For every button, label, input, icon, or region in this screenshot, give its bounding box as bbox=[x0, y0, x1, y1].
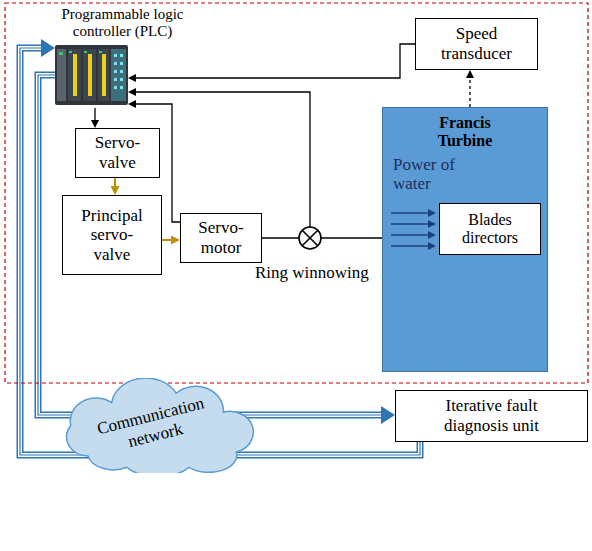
node-label: Iterative fault diagnosis unit bbox=[427, 396, 557, 435]
node-label: Principal servo-valve bbox=[76, 206, 148, 265]
connector-group bbox=[20, 48, 420, 455]
network-link-gap bbox=[38, 75, 381, 415]
process-box: Principal servo-valve bbox=[62, 195, 162, 275]
connector-group bbox=[470, 78, 471, 107]
connector-group bbox=[136, 44, 415, 78]
arrow-head bbox=[128, 88, 136, 96]
node-label: Francis Turbine bbox=[425, 114, 505, 151]
node-sublabel: Power of water bbox=[393, 155, 478, 194]
process-box: Speed transducer bbox=[415, 18, 538, 70]
connector-group bbox=[38, 75, 381, 415]
network-cloud: Communication network bbox=[45, 378, 260, 473]
network-link-gap bbox=[20, 48, 420, 455]
signal-arrow bbox=[469, 78, 470, 107]
network-link-core bbox=[20, 48, 420, 455]
connector-group bbox=[95, 108, 96, 120]
process-box: Blades directors bbox=[439, 203, 541, 255]
process-box: Servo-motor bbox=[180, 213, 262, 263]
node-label: Programmable logic controller (PLC) bbox=[48, 6, 198, 41]
network-link-core bbox=[38, 75, 381, 415]
signal-arrow bbox=[94, 108, 95, 120]
connector-group bbox=[162, 240, 171, 241]
signal-arrow bbox=[162, 239, 171, 241]
process-box: Iterative fault diagnosis unit bbox=[395, 390, 588, 442]
plc-illustration bbox=[55, 42, 128, 108]
system-boundary bbox=[5, 3, 588, 383]
node-label: Blades directors bbox=[450, 211, 530, 248]
ring-symbol bbox=[299, 227, 321, 249]
process-box: Servo-valve bbox=[75, 128, 160, 178]
connector-group bbox=[262, 238, 382, 239]
plc-image bbox=[55, 42, 128, 108]
part-label: Ring winnowing bbox=[255, 263, 369, 283]
node-label: Servo-motor bbox=[185, 218, 257, 257]
turbine-block: Francis TurbinePower of waterBlades dire… bbox=[382, 107, 548, 372]
signal-arrow bbox=[262, 237, 382, 238]
network-link bbox=[20, 48, 420, 455]
node-label: Speed transducer bbox=[429, 24, 524, 63]
node-label: Servo-valve bbox=[80, 133, 155, 172]
signal-arrow bbox=[136, 44, 415, 78]
network-link bbox=[38, 75, 381, 415]
ring-feedback-wire bbox=[136, 92, 310, 227]
plc-unit: Programmable logic controller (PLC) bbox=[45, 6, 200, 116]
signal-arrow bbox=[114, 178, 116, 186]
connector-group bbox=[115, 178, 116, 186]
